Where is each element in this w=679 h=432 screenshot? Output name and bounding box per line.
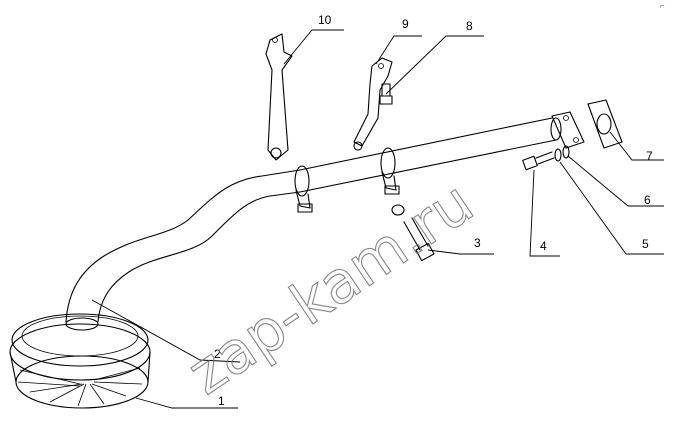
part-4-bolt [522, 151, 555, 171]
part-1-strainer [9, 313, 151, 409]
part-7-flange-gasket [551, 99, 623, 149]
part-2-intake-pipe [65, 117, 562, 323]
callout-2: 2 [214, 347, 221, 361]
part-9-bracket [353, 57, 393, 151]
watermark-text: zap-kam.ru [176, 168, 485, 407]
callout-8: 8 [466, 19, 473, 33]
callout-4: 4 [540, 239, 547, 253]
callout-5: 5 [642, 237, 649, 251]
leader-lines [91, 29, 664, 409]
callout-1: 1 [218, 394, 225, 408]
part-5-washer [554, 148, 562, 162]
callout-9: 9 [402, 17, 409, 31]
callout-3: 3 [474, 236, 481, 250]
corner-mark: ⌐ [660, 3, 664, 10]
callout-10: 10 [318, 13, 332, 27]
pipe-clamp-left [294, 165, 313, 213]
callout-7: 7 [646, 149, 653, 163]
part-10-bracket [265, 33, 293, 161]
pipe-clamp-right [380, 147, 400, 195]
part-3-bolt [391, 204, 435, 262]
callout-6: 6 [644, 193, 651, 207]
part-6-washer [562, 145, 570, 159]
